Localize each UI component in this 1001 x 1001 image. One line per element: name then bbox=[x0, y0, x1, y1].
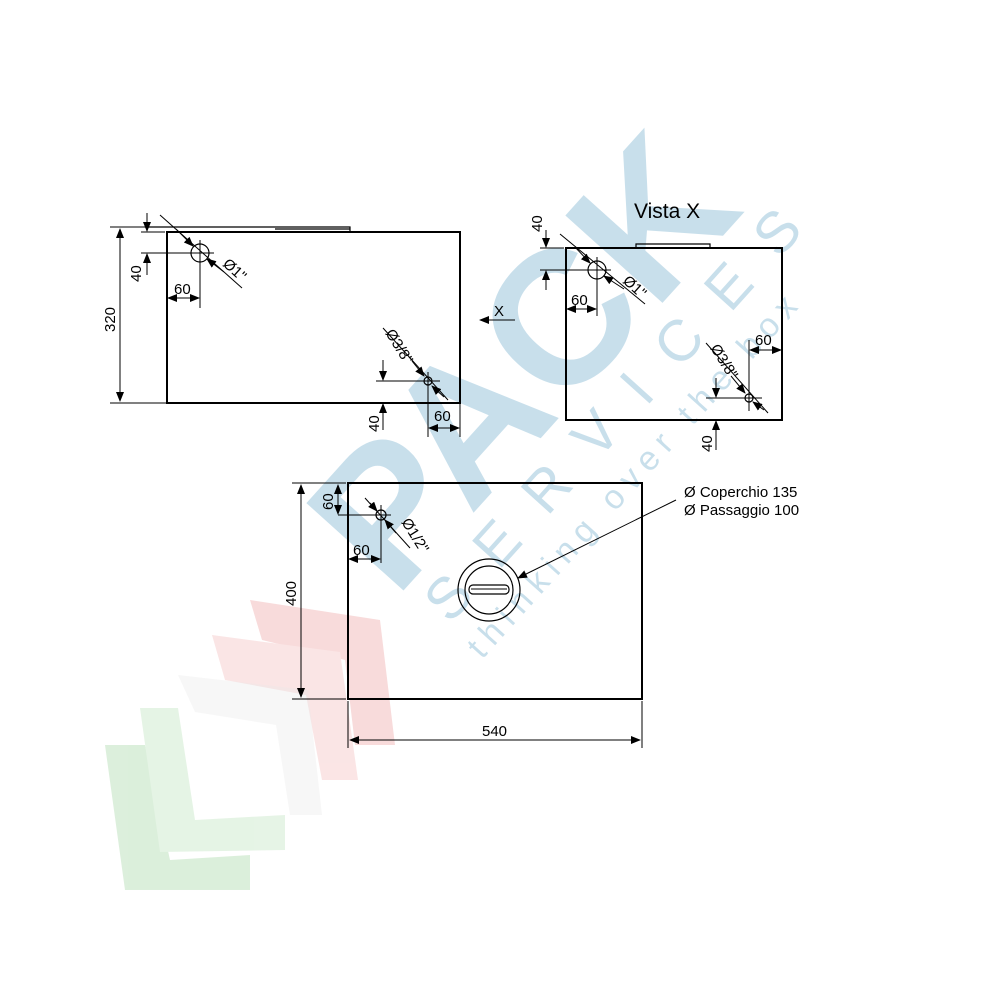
top-view-offset-side-60: 60 bbox=[353, 542, 370, 559]
passage-diameter-label: Ø Passaggio 100 bbox=[684, 502, 799, 519]
top-view-height-400: 400 bbox=[283, 581, 300, 606]
front-top-offset-40: 40 bbox=[128, 265, 145, 282]
watermark-chevron-red bbox=[212, 600, 395, 780]
front-top-hole-diameter: Ø1" bbox=[219, 255, 249, 285]
front-height-320: 320 bbox=[102, 307, 119, 332]
front-bottom-offset-40: 40 bbox=[366, 415, 383, 432]
front-view: Ø1" 40 60 320 Ø3/8" 40 60 bbox=[102, 213, 461, 437]
front-side-offset-60: 60 bbox=[174, 281, 191, 298]
side-view-body bbox=[565, 247, 783, 421]
watermark-chevron-green bbox=[105, 708, 285, 890]
front-view-body bbox=[166, 231, 461, 404]
top-view-width-540: 540 bbox=[482, 723, 507, 740]
view-x-indicator: X bbox=[479, 303, 515, 324]
top-view-offset-top-60: 60 bbox=[320, 493, 337, 510]
top-view-body bbox=[347, 482, 643, 700]
side-bottom-offset-40: 40 bbox=[699, 435, 716, 452]
side-side-offset-60: 60 bbox=[571, 292, 588, 309]
lid-circle-inner bbox=[464, 565, 514, 615]
lid-handle bbox=[468, 584, 510, 595]
side-bottom-side-offset-60: 60 bbox=[755, 332, 772, 349]
lid-circle-outer bbox=[457, 558, 521, 622]
front-bottom-side-offset-60: 60 bbox=[434, 408, 451, 425]
lid-diameter-label: Ø Coperchio 135 bbox=[684, 484, 797, 501]
side-top-offset-40: 40 bbox=[529, 215, 546, 232]
vista-x-title: Vista X bbox=[634, 200, 700, 223]
view-x-arrow-label: X bbox=[494, 303, 504, 320]
watermark-chevron-grey bbox=[178, 675, 322, 815]
